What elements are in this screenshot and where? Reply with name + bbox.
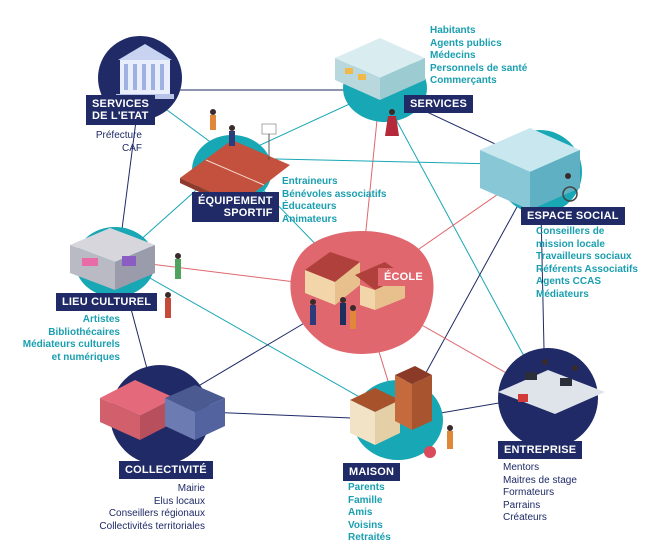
basketball-players-icon [210, 109, 235, 146]
maison-list: Parents Famille Amis Voisins Retraités [348, 482, 391, 545]
list-item: Parents [348, 482, 385, 493]
entreprise-title: Entreprise [504, 444, 577, 456]
collectivite-list: Mairie Elus locaux Conseillers régionaux… [60, 483, 205, 533]
lieu-culturel-list: Artistes Bibliothécaires Médiateurs cult… [10, 314, 120, 364]
list-item: Artistes [82, 314, 120, 325]
list-item: Bénévoles associatifs [282, 188, 387, 200]
list-item: Référents Associatifs [536, 263, 638, 275]
town-hall-icon [100, 380, 225, 440]
services-etat-label: Services de l'Etat [86, 95, 156, 125]
list-item: Voisins [348, 519, 383, 531]
list-item: Conseillers régionaux [108, 508, 205, 519]
node-entreprise [498, 348, 605, 448]
culture-title: Lieu culturel [62, 296, 152, 308]
list-item: Éducateurs [282, 201, 337, 212]
glass-building-icon [480, 128, 580, 210]
lieu-culturel-label: Lieu culturel [56, 293, 158, 311]
espace-social-label: Espace social [521, 207, 625, 225]
services-list: Habitants Agents publics Médecins Person… [430, 25, 527, 88]
maison-label: Maison [343, 463, 401, 481]
services-etat-list: Préfecture CAF [78, 130, 142, 155]
list-item: Parrains [503, 499, 541, 511]
list-item: Travailleurs sociaux [536, 251, 632, 262]
list-item: Mentors [503, 462, 540, 473]
node-collectivite [100, 365, 225, 465]
list-item: Retraités [348, 532, 391, 543]
list-item: Habitants [430, 25, 476, 36]
list-item: Maitres de stage [503, 474, 577, 486]
node-maison [350, 366, 453, 460]
collectivite-title: Collectivité [125, 464, 207, 476]
maison-title: Maison [349, 466, 395, 478]
services-etat-title-line1: Services [92, 98, 150, 110]
ecole-title: École [384, 271, 423, 283]
house-building-icon [350, 366, 432, 445]
node-services-etat [98, 36, 182, 120]
cultural-building-icon [70, 228, 155, 290]
list-item: mission locale [536, 238, 605, 250]
parent-child-figures-icon [310, 297, 356, 329]
link-culture-maison [117, 259, 401, 421]
walking-person-icon [165, 253, 181, 318]
node-lieu-culturel [70, 227, 181, 318]
list-item: Entraineurs [282, 176, 338, 187]
ecole-label: École [378, 268, 429, 286]
list-item: et numériques [51, 351, 120, 363]
services-label: Services [404, 95, 474, 113]
social-title: Espace social [527, 210, 619, 222]
shop-building-icon [335, 38, 425, 100]
node-ecole [290, 231, 434, 354]
sport-title-line1: Équipement [198, 195, 273, 207]
list-item: Bibliothécaires [48, 326, 120, 338]
node-espace-social [480, 128, 582, 214]
list-item: Collectivités territoriales [99, 520, 205, 532]
wheelchair-user-icon [562, 173, 578, 202]
list-item: Formateurs [503, 487, 555, 498]
list-item: Amis [348, 507, 373, 518]
services-title: Services [410, 98, 468, 110]
entreprise-list: Mentors Maitres de stage Formateurs Parr… [503, 462, 577, 525]
list-item: Agents publics [430, 37, 502, 49]
list-item: Conseillers de [536, 226, 605, 237]
list-item: Personnels de santé [430, 62, 528, 74]
list-item: Elus locaux [153, 495, 205, 507]
list-item: Famille [348, 494, 383, 506]
list-item: Préfecture [95, 130, 142, 141]
list-item: Médecins [430, 50, 476, 61]
entreprise-label: Entreprise [498, 441, 583, 459]
list-item: CAF [122, 142, 142, 154]
node-services [335, 38, 427, 136]
equipement-sportif-list: Entraineurs Bénévoles associatifs Éducat… [282, 176, 387, 226]
sport-title-line2: sportif [223, 207, 273, 219]
list-item: Médiateurs [536, 288, 589, 300]
woman-figure-icon [385, 109, 399, 136]
list-item: Animateurs [282, 213, 338, 225]
espace-social-list: Conseillers de mission locale Travailleu… [536, 226, 638, 301]
collectivite-label: Collectivité [119, 461, 213, 479]
list-item: Mairie [177, 483, 205, 494]
services-etat-title-line2: de l'Etat [92, 110, 149, 122]
list-item: Agents CCAS [536, 276, 602, 287]
equipement-sportif-label: Équipement sportif [192, 192, 279, 222]
list-item: Créateurs [503, 512, 547, 523]
list-item: Médiateurs culturels [22, 339, 120, 350]
list-item: Commerçants [430, 75, 497, 86]
family-stroller-icon [424, 425, 453, 458]
link-services-entreprise [379, 89, 546, 396]
office-workspace-icon [498, 359, 605, 414]
